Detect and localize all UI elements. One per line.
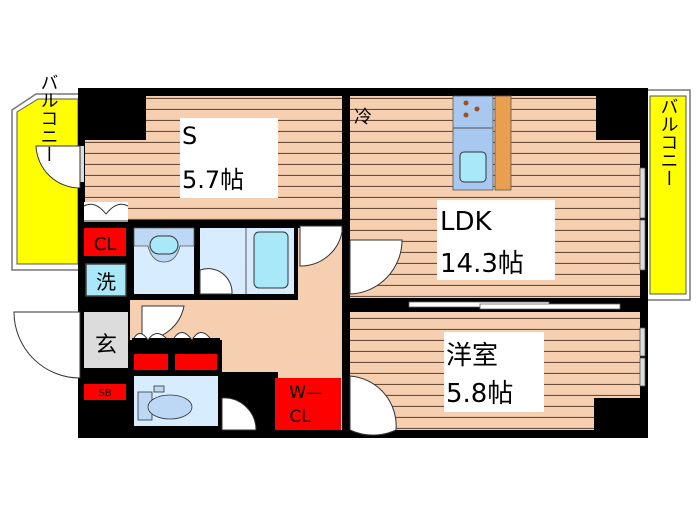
entrance: 玄 bbox=[13, 311, 128, 379]
shoe-box-label: SB bbox=[98, 388, 111, 399]
room-western-size: 5.8帖 bbox=[446, 379, 513, 409]
balcony-door[interactable] bbox=[35, 145, 81, 189]
balcony-left-label: バルコニー bbox=[38, 73, 59, 163]
washer-label: 洗 bbox=[96, 270, 116, 294]
window bbox=[639, 357, 646, 387]
room-ldk bbox=[350, 96, 640, 298]
washroom bbox=[133, 227, 195, 294]
walk-in-closet-label-1: W— bbox=[289, 383, 323, 403]
fridge-label: 冷 bbox=[354, 107, 372, 128]
storage-units bbox=[132, 332, 220, 372]
balcony-left bbox=[11, 93, 81, 271]
toilet bbox=[134, 376, 257, 431]
closet: CL bbox=[84, 228, 126, 256]
stove-burner-icon bbox=[463, 100, 469, 106]
sliding-door[interactable] bbox=[408, 301, 621, 310]
stove-burner-icon bbox=[474, 106, 480, 112]
kitchen bbox=[452, 95, 512, 191]
western-door[interactable] bbox=[349, 375, 397, 436]
window bbox=[80, 146, 84, 182]
closet-door[interactable] bbox=[83, 202, 129, 222]
walk-in-closet-label-2: CL bbox=[289, 407, 311, 427]
window bbox=[639, 327, 646, 357]
closet-label: CL bbox=[94, 234, 117, 255]
room-s-size: 5.7帖 bbox=[182, 166, 244, 194]
room-s-name: S bbox=[182, 122, 197, 150]
room-ldk-size: 14.3帖 bbox=[440, 249, 524, 279]
window bbox=[639, 167, 646, 219]
entrance-label: 玄 bbox=[95, 333, 117, 358]
window bbox=[639, 219, 646, 271]
room-western-name: 洋室 bbox=[446, 341, 498, 371]
washer-space: 洗 bbox=[85, 263, 127, 297]
shoe-box: SB bbox=[84, 384, 126, 400]
stove-burner-icon bbox=[463, 112, 469, 118]
balcony-right bbox=[645, 89, 691, 301]
ldk-door[interactable] bbox=[349, 239, 403, 295]
balcony-right-label: バルコニー bbox=[658, 97, 679, 187]
bathroom bbox=[199, 228, 294, 295]
sink-icon bbox=[459, 151, 487, 183]
hallway-door[interactable] bbox=[299, 225, 343, 267]
room-ldk-name: LDK bbox=[440, 207, 493, 237]
walk-in-closet: W— CL bbox=[275, 378, 341, 430]
